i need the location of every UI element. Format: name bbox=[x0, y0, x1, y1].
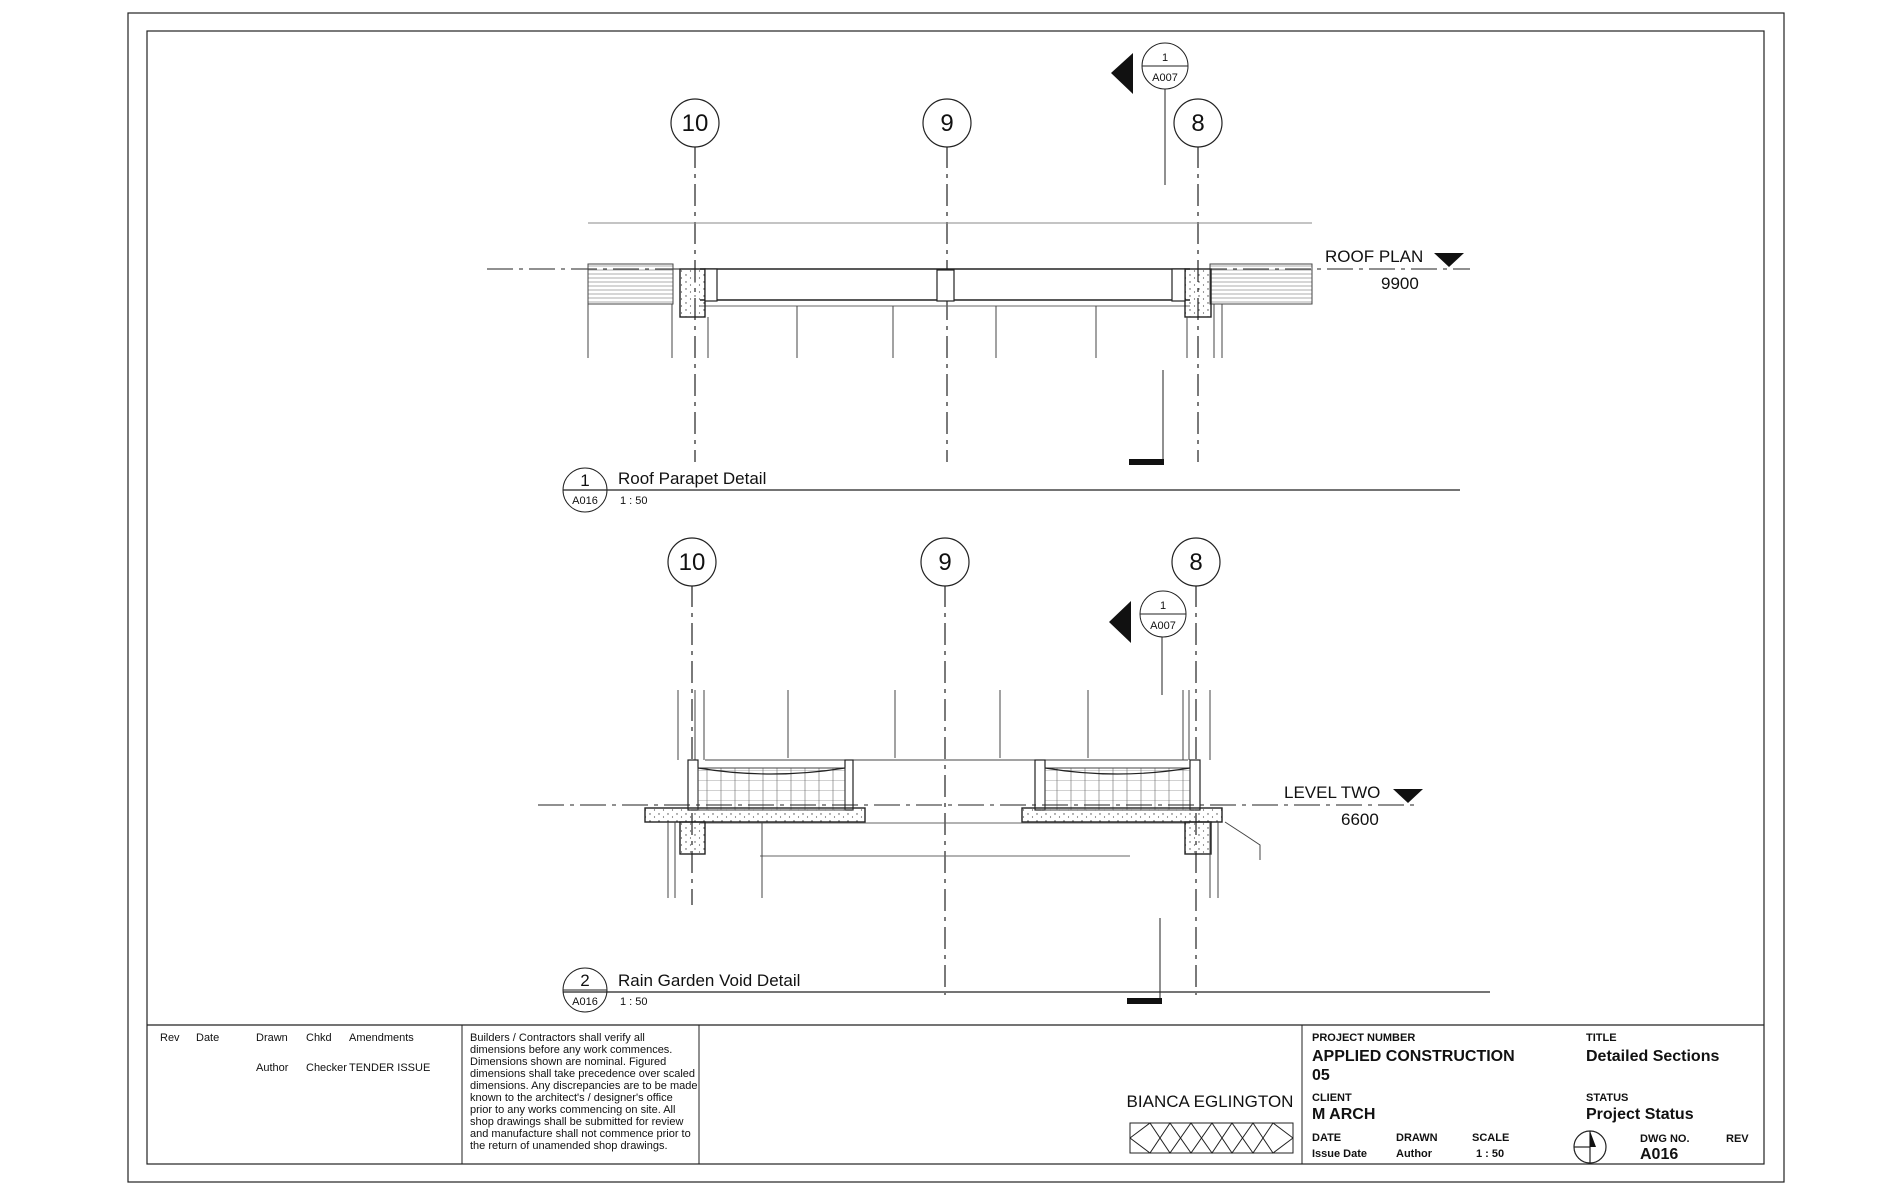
roof-level-triangle bbox=[1434, 253, 1464, 267]
view1-sheet: A016 bbox=[572, 495, 598, 507]
grid-bubble-8b bbox=[1171, 537, 1221, 587]
note-line: and manufacture shall not commence prior… bbox=[470, 1128, 691, 1140]
project-number-label: PROJECT NUMBER bbox=[1312, 1032, 1415, 1044]
roof-level-name: ROOF PLAN bbox=[1325, 247, 1423, 266]
rev-header-date: Date bbox=[196, 1032, 219, 1044]
client-value: M ARCH bbox=[1312, 1106, 1375, 1123]
grid-label-9b: 9 bbox=[938, 549, 951, 576]
column-left-2 bbox=[679, 821, 706, 855]
revision-table: Rev Date Drawn Chkd Amendments Author Ch… bbox=[160, 1032, 430, 1074]
rev-label: REV bbox=[1726, 1133, 1749, 1145]
outer-border bbox=[127, 12, 1785, 1183]
column-left bbox=[679, 268, 706, 318]
rev-row-chkd: Checker bbox=[306, 1062, 347, 1074]
north-arrow-icon bbox=[1573, 1130, 1607, 1164]
section-cut-end bbox=[1129, 459, 1164, 465]
client-label: CLIENT bbox=[1312, 1092, 1352, 1104]
level-two-triangle bbox=[1393, 789, 1423, 803]
column-right bbox=[1184, 268, 1212, 318]
section-cut-end-2 bbox=[1127, 998, 1162, 1004]
roof-level-elevation: 9900 bbox=[1381, 274, 1419, 293]
scale-label: SCALE bbox=[1472, 1132, 1509, 1144]
view2-scale: 1 : 50 bbox=[620, 996, 648, 1008]
section-marker-number: 1 bbox=[1162, 52, 1168, 64]
dwg-label: DWG NO. bbox=[1640, 1133, 1690, 1145]
grid-bubble-9 bbox=[922, 98, 972, 148]
grid-bubble-10 bbox=[670, 98, 720, 148]
title-label: TITLE bbox=[1586, 1032, 1617, 1044]
note-line: known to the architect's / designer's of… bbox=[470, 1092, 673, 1104]
section-marker2-sheet: A007 bbox=[1150, 620, 1176, 632]
note-line: Dimensions shown are nominal. Figured bbox=[470, 1056, 666, 1068]
rev-header-rev: Rev bbox=[160, 1032, 180, 1044]
note-line: dimensions shall take precedence over sc… bbox=[470, 1068, 695, 1080]
scale-value: 1 : 50 bbox=[1476, 1148, 1504, 1160]
view-roof-parapet: 10 9 8 1 A007 bbox=[487, 42, 1470, 513]
section-marker-2[interactable]: 1 A007 bbox=[1109, 590, 1187, 643]
note-line: the return of unamended shop drawings. bbox=[470, 1140, 668, 1152]
view-rain-garden: 10 9 8 1 A007 bbox=[538, 537, 1490, 1013]
inner-border bbox=[146, 30, 1765, 1165]
designer-name: BIANCA EGLINGTON bbox=[1127, 1092, 1294, 1111]
general-notes: Builders / Contractors shall verify all … bbox=[470, 1032, 697, 1152]
note-line: Builders / Contractors shall verify all bbox=[470, 1032, 645, 1044]
dwg-value: A016 bbox=[1640, 1146, 1678, 1163]
drawn-label: DRAWN bbox=[1396, 1132, 1438, 1144]
designer-logo bbox=[1129, 1122, 1294, 1154]
note-line: shop drawings shall be submitted for rev… bbox=[470, 1116, 683, 1128]
column-right-2 bbox=[1184, 821, 1212, 855]
grid-label-10: 10 bbox=[682, 110, 709, 137]
title-value: Detailed Sections bbox=[1586, 1048, 1719, 1065]
grid-label-8: 8 bbox=[1191, 110, 1204, 137]
project-name-line1: APPLIED CONSTRUCTION bbox=[1312, 1048, 1515, 1065]
level-two-name: LEVEL TWO bbox=[1284, 783, 1380, 802]
grid-label-10b: 10 bbox=[679, 549, 706, 576]
rev-header-amendments: Amendments bbox=[349, 1032, 414, 1044]
note-line: dimensions before any work commences. bbox=[470, 1044, 672, 1056]
note-line: prior to any works commencing on site. A… bbox=[470, 1104, 675, 1116]
section-marker2-number: 1 bbox=[1160, 600, 1166, 612]
date-value: Issue Date bbox=[1312, 1148, 1367, 1160]
date-label: DATE bbox=[1312, 1132, 1341, 1144]
rev-header-drawn: Drawn bbox=[256, 1032, 288, 1044]
section-marker-1[interactable]: 1 A007 bbox=[1111, 42, 1189, 94]
section-marker-sheet: A007 bbox=[1152, 72, 1178, 84]
status-value: Project Status bbox=[1586, 1106, 1694, 1123]
project-name-line2: 05 bbox=[1312, 1067, 1330, 1084]
grid-label-8b: 8 bbox=[1189, 549, 1202, 576]
view1-number: 1 bbox=[580, 471, 589, 490]
rev-header-chkd: Chkd bbox=[306, 1032, 332, 1044]
status-label: STATUS bbox=[1586, 1092, 1628, 1104]
level-two-elevation: 6600 bbox=[1341, 810, 1379, 829]
grid-bubble-10b bbox=[667, 537, 717, 587]
grid-label-9: 9 bbox=[940, 110, 953, 137]
view1-title: Roof Parapet Detail bbox=[618, 469, 766, 488]
drawn-value: Author bbox=[1396, 1148, 1433, 1160]
view2-number: 2 bbox=[580, 971, 589, 990]
grid-bubble-9b bbox=[920, 537, 970, 587]
view1-scale: 1 : 50 bbox=[620, 495, 648, 507]
view2-sheet: A016 bbox=[572, 996, 598, 1008]
rev-row-drawn: Author bbox=[256, 1062, 289, 1074]
column-mid bbox=[936, 269, 955, 302]
grid-bubble-8 bbox=[1173, 98, 1223, 148]
title-block: Rev Date Drawn Chkd Amendments Author Ch… bbox=[147, 1024, 1764, 1164]
note-line: dimensions. Any discrepancies are to be … bbox=[470, 1080, 697, 1092]
rev-row-amendments: TENDER ISSUE bbox=[349, 1062, 430, 1074]
view2-title: Rain Garden Void Detail bbox=[618, 971, 800, 990]
